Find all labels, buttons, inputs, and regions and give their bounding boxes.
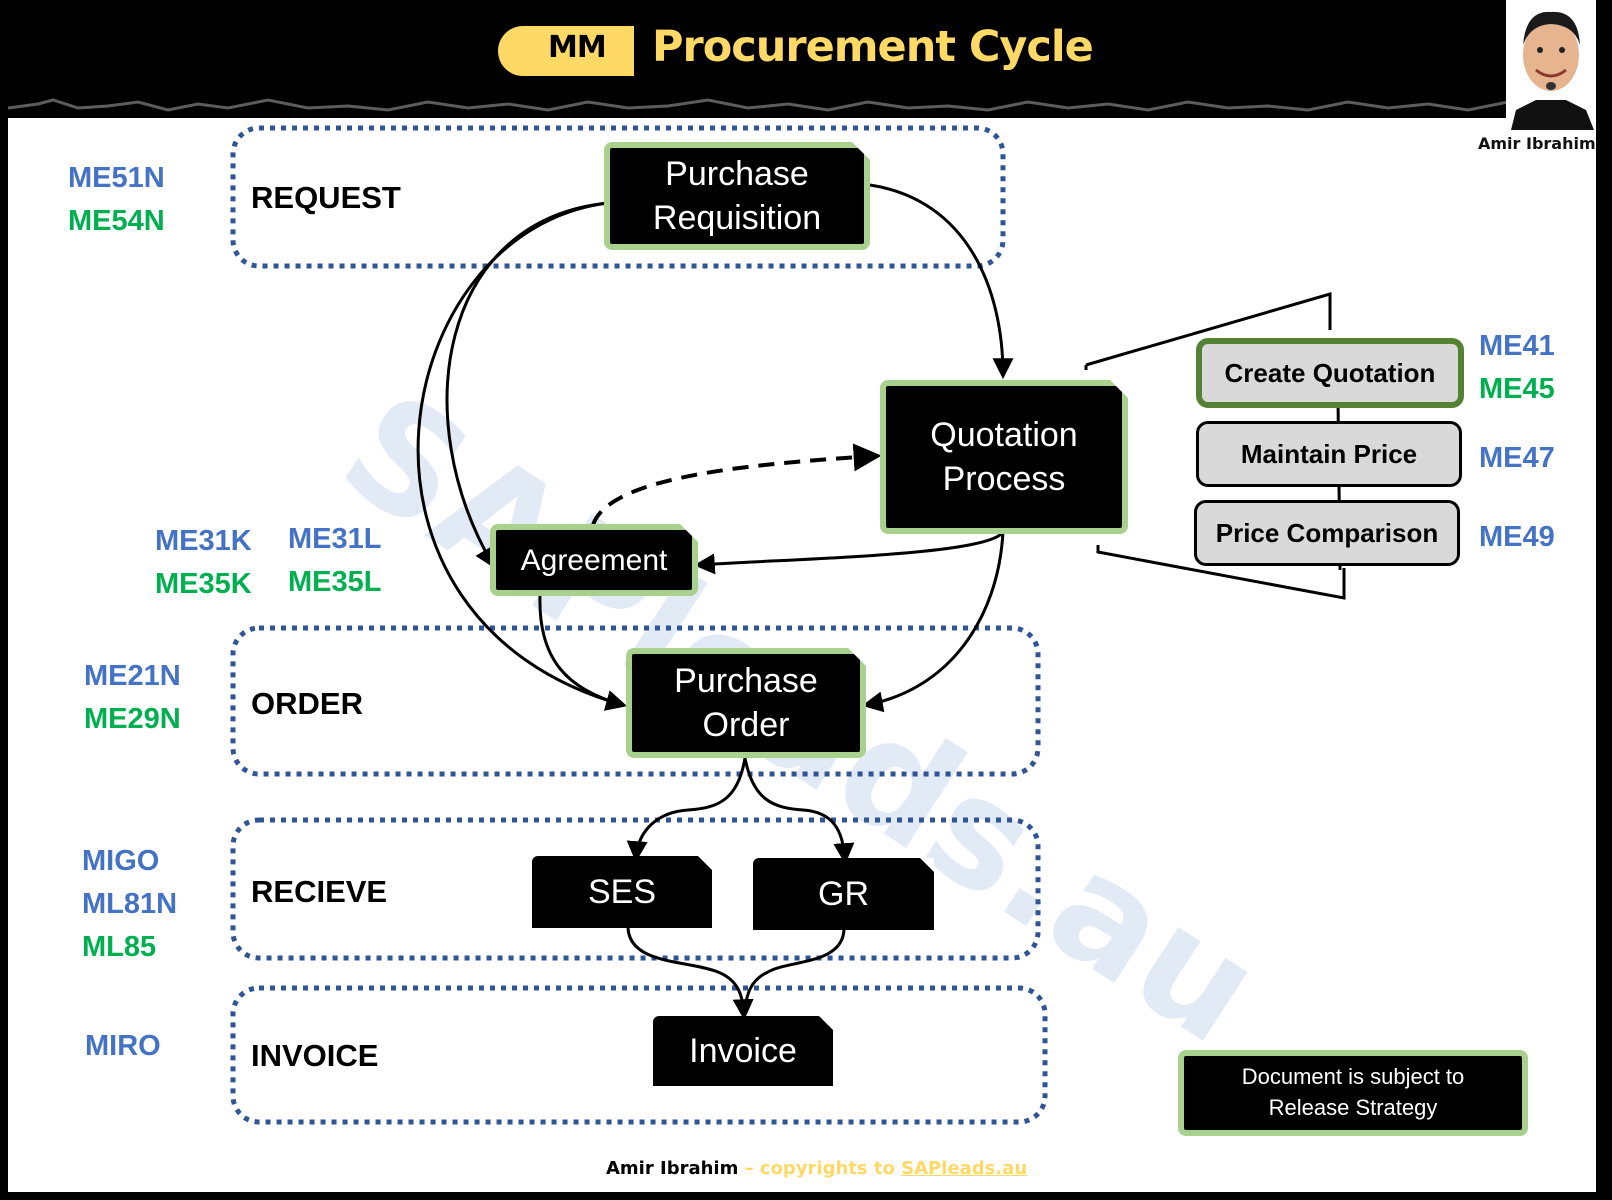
node-agreement: Agreement (490, 524, 698, 596)
torn-edge (8, 96, 1596, 112)
footer-author: Amir Ibrahim (606, 1158, 739, 1179)
arrow-pr-to-quotation (869, 183, 1014, 380)
release-strategy-legend: Document is subject to Release Strategy (1178, 1050, 1528, 1136)
node-quotation-process-line2: Process (942, 460, 1066, 498)
stage-box-order (230, 625, 1041, 777)
node-purchase-order: Purchase Order (626, 648, 866, 758)
stage-box-request (230, 125, 1006, 269)
author-name: Amir Ibrahim (1478, 134, 1596, 153)
tcode-recieve-3: ML85 (82, 931, 157, 963)
node-ses-label: SES (587, 872, 657, 911)
funnel-outline (1084, 292, 1346, 600)
tcode-agreement-4: ME35L (288, 566, 382, 598)
tcode-create-quotation-1: ME41 (1479, 330, 1555, 362)
footer-credit: Amir Ibrahim – copyrights to SAPleads.au (606, 1158, 1027, 1179)
tcode-request-1: ME51N (68, 162, 165, 194)
legend-line2: Release Strategy (1268, 1095, 1438, 1120)
node-purchase-requisition-line1: Purchase (665, 154, 809, 193)
node-purchase-order-line1: Purchase (674, 661, 818, 700)
tcode-request-2: ME54N (68, 205, 165, 237)
step-price-comparison: Price Comparison (1194, 500, 1460, 566)
stage-label-recieve: RECIEVE (251, 874, 388, 909)
legend-line1: Document is subject to (1241, 1064, 1465, 1090)
arrow-pr-to-agreement (445, 201, 609, 569)
node-quotation-process-line1: Quotation (930, 415, 1078, 454)
tcode-recieve-1: MIGO (82, 845, 160, 877)
tcode-invoice-1: MIRO (85, 1030, 161, 1062)
node-invoice: Invoice (653, 1016, 833, 1086)
tcode-maintain-price: ME47 (1479, 442, 1555, 474)
stage-label-request: REQUEST (251, 180, 401, 215)
tcode-agreement-1: ME31K (155, 525, 252, 557)
tcode-order-1: ME21N (84, 660, 181, 692)
node-purchase-requisition-line2: Requisition (652, 199, 822, 237)
arrow-po-to-ses (626, 757, 747, 863)
node-purchase-requisition: Purchase Requisition (604, 142, 870, 250)
stage-label-invoice: INVOICE (251, 1038, 379, 1073)
node-gr: GR (753, 858, 934, 930)
stage-label-order: ORDER (251, 686, 363, 721)
step-maintain-price: Maintain Price (1196, 421, 1462, 487)
stage-box-invoice (230, 985, 1048, 1125)
node-quotation-process: Quotation Process (880, 380, 1128, 534)
node-ses: SES (532, 856, 712, 928)
arrow-agreement-to-po (538, 594, 628, 711)
arrow-quotation-to-agreement (693, 530, 1005, 575)
tcode-create-quotation-2: ME45 (1479, 373, 1555, 405)
arrow-pr-to-po (416, 201, 628, 711)
tcode-order-2: ME29N (84, 703, 181, 735)
node-purchase-order-line2: Order (702, 706, 790, 744)
footer-copyright: – copyrights to (738, 1158, 902, 1179)
node-agreement-label: Agreement (520, 543, 668, 577)
tcode-agreement-2: ME31L (288, 523, 382, 555)
footer-link[interactable]: SAPleads.au (901, 1158, 1028, 1179)
connectors-layer (230, 125, 1346, 1125)
step-create-quotation: Create Quotation (1196, 338, 1464, 408)
arrow-quotation-to-po (861, 531, 1005, 713)
stage-box-recieve (230, 817, 1041, 961)
node-gr-label: GR (818, 874, 869, 913)
arrow-agreement-to-quotation-dashed (591, 443, 882, 526)
diagram-canvas: SAPleads.au MM Procurement Cycle Amir Ib… (8, 0, 1596, 1192)
arrow-gr-to-invoice (742, 929, 846, 1017)
arrow-po-to-gr (743, 757, 855, 865)
mm-badge (498, 26, 634, 76)
author-avatar (1506, 0, 1596, 130)
header-banner: MM Procurement Cycle (8, 0, 1596, 118)
tcode-agreement-3: ME35K (155, 568, 252, 600)
tcode-recieve-2: ML81N (82, 888, 178, 920)
page-title: Procurement Cycle (652, 22, 1094, 72)
node-invoice-label: Invoice (689, 1031, 797, 1070)
tcode-price-comparison: ME49 (1479, 521, 1555, 553)
arrow-ses-to-invoice (626, 927, 754, 1021)
mm-badge-text: MM (548, 30, 607, 65)
